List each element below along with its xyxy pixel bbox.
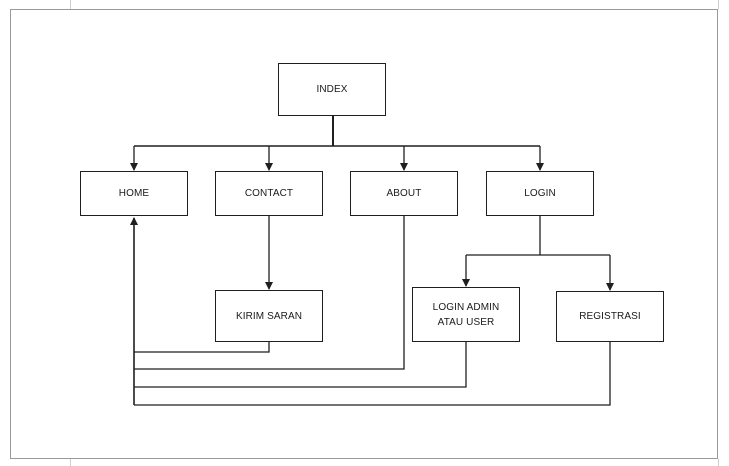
crop-mark-bottom-left	[70, 459, 71, 466]
edge-registrasi-to-home	[134, 342, 611, 406]
node-registrasi: REGISTRASI	[556, 291, 664, 342]
edge-login-admin-to-home	[134, 342, 467, 388]
node-login-admin-atau-user: LOGIN ADMIN ATAU USER	[412, 287, 520, 342]
node-kirim-saran: KIRIM SARAN	[215, 290, 323, 342]
edge-about-to-home	[134, 216, 405, 370]
node-contact: CONTACT	[215, 171, 323, 216]
node-login: LOGIN	[486, 171, 594, 216]
node-index: INDEX	[278, 63, 386, 116]
crop-mark-bottom-right	[718, 459, 719, 466]
crop-mark-top-left	[70, 0, 71, 9]
crop-mark-top-right	[718, 0, 719, 9]
edge-kirim-saran-to-home	[134, 342, 270, 353]
node-about: ABOUT	[350, 171, 458, 216]
node-home: HOME	[80, 171, 188, 216]
